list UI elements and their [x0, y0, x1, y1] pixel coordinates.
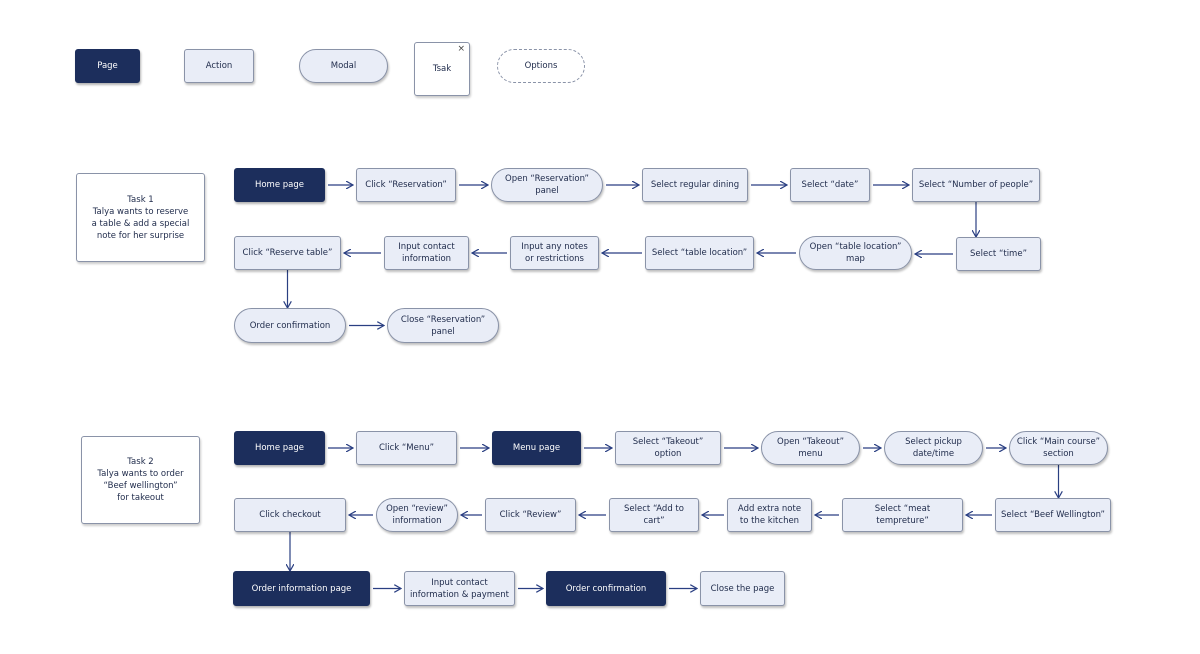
node-label: Home page — [254, 443, 305, 453]
node-t1-open-reservation-panel: Open “Reservation” panel — [491, 168, 603, 202]
node-t1-select-time: Select “time” — [956, 237, 1041, 271]
node-t1-select-date: Select “date” — [790, 168, 870, 202]
task2-description: Task 2 Talya wants to order “Beef wellin… — [81, 436, 200, 524]
node-t2-select-add-to-cart: Select “Add to cart” — [609, 498, 699, 532]
node-label: Order information page — [251, 583, 352, 594]
node-label: Open “review” information — [386, 504, 448, 526]
node-label: Select “time” — [970, 249, 1027, 259]
node-t2-order-info-page: Order information page — [233, 571, 370, 606]
node-label: Close “Reservation” panel — [400, 314, 486, 337]
node-label: Input any notes or restrictions — [521, 242, 588, 264]
node-t1-home: Home page — [234, 168, 325, 202]
node-label: Task 1 Talya wants to reserve a table & … — [91, 194, 190, 241]
node-label: Menu page — [512, 443, 561, 453]
node-t2-click-checkout: Click checkout — [234, 498, 346, 532]
node-label: Open “Takeout” menu — [777, 437, 844, 459]
node-label: Open “Reservation” panel — [505, 174, 589, 196]
node-label: Click “Main course” section — [1016, 437, 1101, 459]
node-t2-select-beef: Select “Beef Wellington” — [995, 498, 1111, 532]
legend-options: Options — [497, 49, 585, 83]
node-t1-order-confirmation: Order confirmation — [234, 308, 346, 343]
node-label: Open “table location” map — [809, 242, 902, 264]
node-label: Select regular dining — [650, 180, 740, 190]
node-label: Click “Reserve table” — [242, 248, 333, 258]
node-label: Order confirmation — [565, 583, 647, 594]
node-t1-select-regular-dining: Select regular dining — [642, 168, 748, 202]
node-label: Home page — [254, 180, 305, 190]
legend-action: Action — [184, 49, 254, 83]
node-t2-click-review: Click “Review” — [485, 498, 576, 532]
legend-modal: Modal — [299, 49, 388, 83]
node-label: Select pickup date/time — [905, 437, 962, 459]
node-t2-home: Home page — [234, 431, 325, 465]
node-t1-input-contact: Input contact information — [384, 236, 469, 270]
legend-page: Page — [75, 49, 140, 83]
node-label: Click “Review” — [499, 510, 562, 520]
node-t2-select-takeout: Select “Takeout” option — [615, 431, 721, 465]
task1-description: Task 1 Talya wants to reserve a table & … — [76, 173, 205, 262]
node-t1-input-notes: Input any notes or restrictions — [510, 236, 599, 270]
node-label: Order confirmation — [249, 320, 331, 331]
node-label: Click “Menu” — [378, 443, 435, 453]
node-t1-select-table-location: Select “table location” — [645, 236, 754, 270]
node-t2-menu-page: Menu page — [492, 431, 581, 465]
node-t2-open-review: Open “review” information — [376, 498, 458, 532]
node-label: Select “Number of people” — [918, 180, 1034, 190]
node-label: Select “Beef Wellington” — [1001, 510, 1105, 520]
node-t2-select-meat-temp: Select “meat tempreture” — [842, 498, 963, 532]
node-t2-order-confirmation: Order confirmation — [546, 571, 666, 606]
node-t2-input-contact-payment: Input contact information & payment — [404, 571, 515, 606]
node-label: Select “date” — [801, 180, 859, 190]
node-label: Add extra note to the kitchen — [737, 504, 802, 526]
node-t2-open-takeout-menu: Open “Takeout” menu — [761, 431, 860, 465]
node-label: Options — [524, 61, 558, 71]
node-label: Tsak — [432, 64, 452, 74]
node-label: Input contact information & payment — [410, 577, 509, 600]
node-label: Modal — [330, 61, 357, 71]
node-label: Select “Add to cart” — [624, 504, 684, 526]
close-icon: × — [457, 44, 465, 54]
node-label: Page — [97, 61, 118, 71]
node-label: Action — [205, 61, 233, 71]
node-label: Select “table location” — [651, 248, 748, 258]
node-t1-click-reserve-table: Click “Reserve table” — [234, 236, 341, 270]
node-t1-click-reservation: Click “Reservation” — [356, 168, 456, 202]
node-label: Task 2 Talya wants to order “Beef wellin… — [97, 457, 184, 503]
node-t2-select-pickup: Select pickup date/time — [884, 431, 983, 465]
node-label: Click “Reservation” — [365, 180, 447, 190]
node-t2-close-page: Close the page — [700, 571, 785, 606]
node-t2-add-extra-note: Add extra note to the kitchen — [727, 498, 812, 532]
node-label: Select “meat tempreture” — [874, 504, 931, 526]
node-label: Input contact information — [398, 242, 455, 264]
node-label: Select “Takeout” option — [632, 437, 704, 459]
node-t1-open-table-location-map: Open “table location” map — [799, 236, 912, 270]
node-t1-close-reservation-panel: Close “Reservation” panel — [387, 308, 499, 343]
node-t2-click-menu: Click “Menu” — [356, 431, 457, 465]
node-t2-click-main-course: Click “Main course” section — [1009, 431, 1108, 465]
node-label: Close the page — [710, 583, 775, 594]
node-t1-select-number-people: Select “Number of people” — [912, 168, 1040, 202]
legend-task: Tsak × — [414, 42, 470, 96]
node-label: Click checkout — [259, 510, 321, 520]
